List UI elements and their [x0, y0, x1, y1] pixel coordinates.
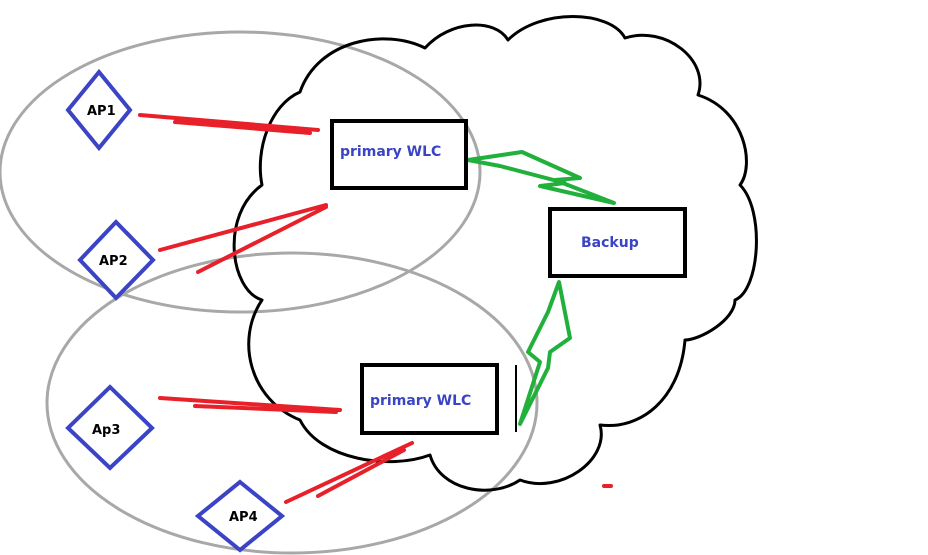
backup-wlc-label: Backup	[581, 235, 639, 251]
primary-wlc-bottom-label: primary WLC	[370, 393, 471, 409]
coverage-area-upper	[0, 30, 482, 314]
link-ap2-primary1	[158, 203, 328, 274]
lightning-primary1-backup	[466, 150, 616, 205]
ap4-label: AP4	[229, 510, 258, 525]
access-point-ap2: AP2	[77, 219, 156, 301]
link-ap4-primary2	[284, 441, 414, 504]
primary-wlc-bottom: primary WLC	[360, 363, 499, 435]
link-ap3-primary2	[158, 396, 342, 414]
access-point-ap1: AP1	[65, 68, 133, 152]
link-ap1-primary1	[138, 113, 320, 135]
network-cloud	[232, 15, 758, 492]
access-point-ap3: Ap3	[65, 384, 155, 471]
lightning-backup-primary2	[518, 280, 572, 426]
backup-links	[466, 150, 616, 426]
primary-wlc-top: primary WLC	[330, 119, 468, 190]
backup-wlc: Backup	[548, 207, 687, 278]
ap2-label: AP2	[99, 254, 128, 269]
primary-wlc-top-label: primary WLC	[340, 144, 441, 160]
access-point-ap4: AP4	[194, 479, 286, 553]
ap3-label: Ap3	[92, 423, 120, 438]
ap-links	[138, 113, 613, 504]
ap1-label: AP1	[87, 104, 116, 119]
coverage-area-lower	[45, 251, 539, 555]
